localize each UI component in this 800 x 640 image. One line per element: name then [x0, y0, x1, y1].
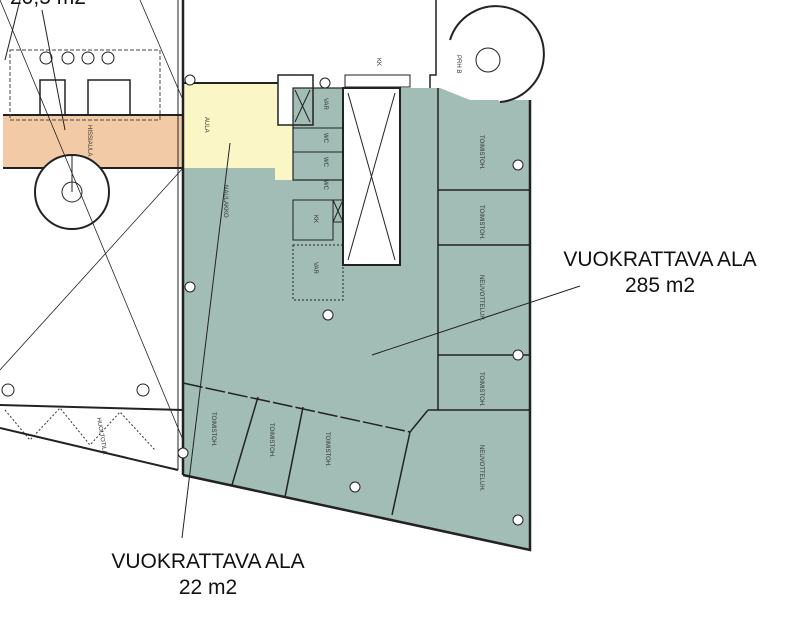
- hissiaula-zone: [3, 115, 183, 168]
- leader-285: [371, 285, 581, 356]
- leader-line: [0, 0, 184, 441]
- room-office-5: TOIMISTOH.: [268, 423, 274, 458]
- column: [512, 514, 524, 526]
- exterior-wall: [429, 0, 437, 88]
- light-fixture-icon: [81, 51, 95, 65]
- var-storage: [292, 244, 344, 301]
- column: [319, 77, 331, 89]
- light-fixture-icon: [101, 51, 115, 65]
- office-partition: [231, 396, 259, 486]
- room-wc3: WC: [322, 180, 328, 191]
- exterior-wall: [182, 100, 532, 552]
- room-labels: HISSIAULA AULA NAULAKKO KK KK VAR VAR WC…: [86, 55, 484, 492]
- room-var2: VAR: [312, 262, 318, 275]
- leader-line: [139, 0, 184, 101]
- column: [184, 281, 196, 293]
- room-meeting-1: NEUVOTTELUH.: [478, 275, 484, 322]
- columns: [177, 74, 524, 526]
- exterior-wall: [0, 404, 184, 411]
- elevator-car: [87, 79, 131, 116]
- huoltotila-bracing: [4, 407, 156, 451]
- kk-cabinet: [344, 74, 411, 88]
- area-label-285: VUOKRATTAVA ALA: [563, 248, 756, 271]
- column: [512, 159, 524, 171]
- room-var1: VAR: [322, 98, 328, 111]
- exterior-wall: [0, 427, 179, 471]
- room-aula: AULA: [203, 117, 209, 133]
- room-office-3: TOIMISTOH.: [478, 372, 484, 407]
- column: [322, 309, 334, 321]
- room-hissiaula: HISSIAULA: [86, 125, 92, 156]
- office-partition: [284, 406, 304, 498]
- kk-room: [292, 199, 334, 241]
- column: [184, 74, 196, 86]
- leader-22: [181, 142, 231, 539]
- area-value-285: 285 m2: [625, 274, 695, 297]
- service-shaft: [277, 74, 314, 126]
- small-shaft-cross: [332, 199, 344, 223]
- stair-core: [475, 47, 501, 73]
- room-wc2: WC: [322, 157, 328, 168]
- office-partition: [182, 382, 411, 433]
- light-fixtures: [1, 51, 150, 397]
- column: [512, 349, 524, 361]
- light-fixture-icon: [61, 51, 75, 65]
- area-value-22: 22 m2: [179, 576, 237, 599]
- elevator-shaft-cross: [347, 92, 396, 261]
- room-office-1: TOIMISTOH.: [478, 135, 484, 170]
- leader-top: [4, 0, 21, 61]
- office-partition: [409, 409, 429, 433]
- room-office-4: TOIMISTOH.: [210, 412, 216, 447]
- light-fixture-icon: [1, 383, 15, 397]
- room-office-2: TOIMISTOH.: [478, 205, 484, 240]
- leader-line: [0, 167, 184, 371]
- spiral-stair-right: [449, 5, 545, 103]
- stair-outline: [449, 5, 545, 103]
- column: [177, 447, 189, 459]
- light-fixture-icon: [136, 383, 150, 397]
- room-meeting-2: NEUVOTTELUH.: [478, 445, 484, 492]
- aula-zone: [183, 83, 293, 180]
- spiral-stair-left: [34, 154, 110, 230]
- room-wc1: WC: [322, 133, 328, 144]
- dashed-outline: [9, 49, 161, 121]
- room-naulakko: NAULAKKO: [222, 185, 228, 218]
- area-label-22: VUOKRATTAVA ALA: [111, 550, 304, 573]
- rentable-area-285: [183, 88, 530, 550]
- room-kk1: KK: [375, 58, 381, 66]
- room-prh-b: PRH B: [455, 55, 461, 73]
- room-huoltotila: HUOLTOTILA: [95, 417, 107, 455]
- room-office-6: TOIMISTOH.: [324, 432, 330, 467]
- leader-top: [41, 9, 66, 131]
- column: [349, 481, 361, 493]
- room-kk2: KK: [312, 215, 318, 223]
- top-area-value: 20,5 m2: [10, 0, 86, 9]
- office-partition: [391, 431, 411, 516]
- service-shaft-cross: [294, 89, 311, 123]
- elevator-car: [39, 79, 66, 116]
- light-fixture-icon: [39, 51, 53, 65]
